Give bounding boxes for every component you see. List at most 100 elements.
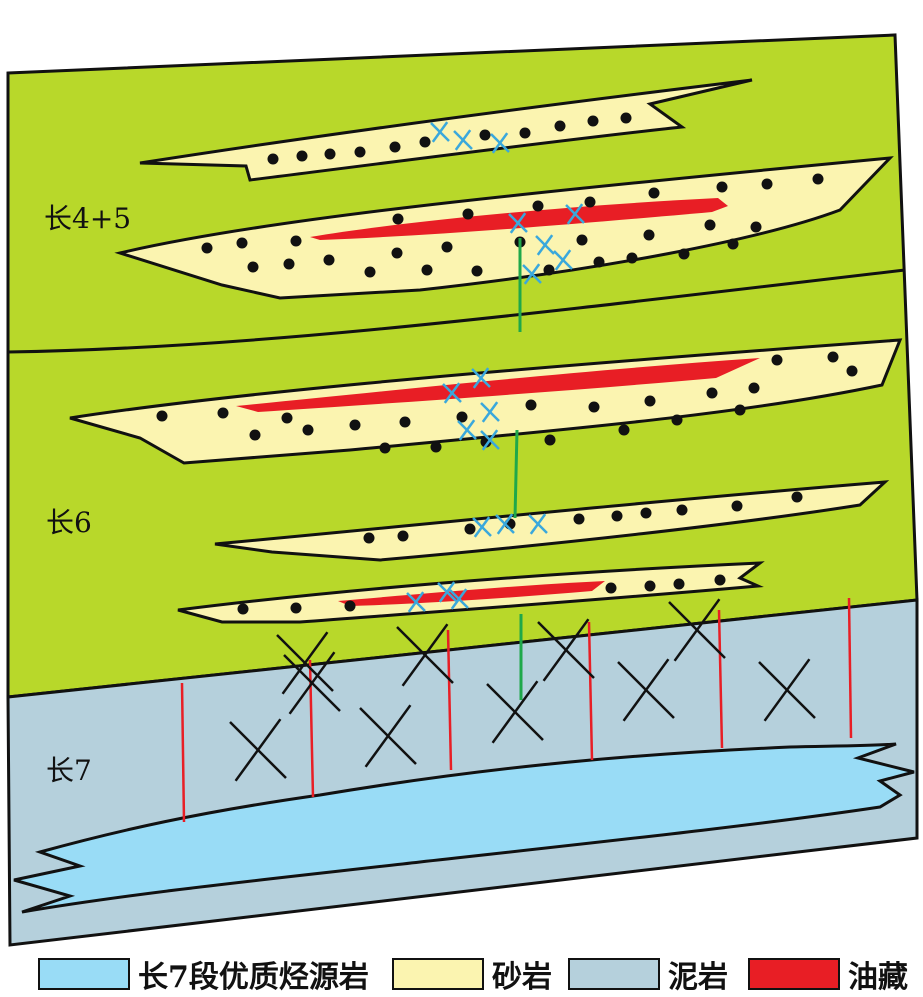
sand-grain <box>771 354 783 366</box>
sand-grain <box>673 578 685 590</box>
oil-reservoir-3 <box>338 581 605 606</box>
migration-pathways <box>513 238 523 700</box>
sand-grain <box>281 412 293 424</box>
sand-grain <box>479 129 491 141</box>
sand-grain <box>846 365 858 377</box>
sandstone-swatch-icon <box>392 958 484 990</box>
sand-grain <box>618 424 630 436</box>
sand-grain <box>605 582 617 594</box>
sand-grain <box>644 580 656 592</box>
legend-item-oil-reservoir: 油藏 <box>748 956 908 995</box>
migration-path-2 <box>513 429 519 519</box>
blue-fracture-icon <box>449 588 469 610</box>
sand-grain <box>544 434 556 446</box>
sand-grain <box>217 407 229 419</box>
sand-grain <box>283 258 295 270</box>
black-fracture-icon <box>396 623 454 687</box>
sand-grain <box>156 410 168 422</box>
blue-fracture-icon <box>406 591 426 613</box>
black-fracture-icon <box>229 718 287 782</box>
sand-grain <box>354 146 366 158</box>
sand-grain <box>748 382 760 394</box>
blue-fracture-icon <box>565 203 585 225</box>
blue-fracture-icon <box>453 129 473 151</box>
sand-grain <box>391 247 403 259</box>
sandstone-lens-4 <box>214 480 890 562</box>
legend-item-sandstone: 砂岩 <box>392 956 552 995</box>
sand-grain <box>349 419 361 431</box>
sand-grain <box>643 229 655 241</box>
sand-grain <box>640 507 652 519</box>
sand-grain <box>419 136 431 148</box>
legend: 长7段优质烃源岩 砂岩 泥岩 油藏 <box>0 956 923 995</box>
sand-grain <box>389 141 401 153</box>
faults <box>180 597 853 823</box>
blue-fracture-icon <box>437 581 457 603</box>
fault-1 <box>180 682 186 823</box>
fault-6 <box>847 597 853 739</box>
sand-grain <box>364 266 376 278</box>
blue-fracture-icon <box>480 401 500 423</box>
sand-grain <box>324 148 336 160</box>
sandstone-fractures <box>406 121 585 613</box>
sand-grain <box>706 387 718 399</box>
mudstone-fractures <box>229 598 816 782</box>
black-fracture-icon <box>758 658 816 722</box>
blue-fracture-icon <box>471 367 491 389</box>
sand-grain <box>236 237 248 249</box>
blue-fracture-icon <box>472 516 492 538</box>
sand-grain <box>716 181 728 193</box>
sand-grain <box>554 120 566 132</box>
sand-grain <box>588 401 600 413</box>
sand-grain <box>464 523 476 535</box>
blue-fracture-icon <box>535 234 555 256</box>
legend-item-mudstone: 泥岩 <box>568 956 728 995</box>
sand-grain <box>714 574 726 586</box>
sandstone-grains <box>156 112 858 615</box>
blue-fracture-icon <box>490 132 510 154</box>
sand-grain <box>791 491 803 503</box>
sand-grain <box>761 178 773 190</box>
sand-grain <box>296 150 308 162</box>
sandstone-lens-1 <box>139 78 753 182</box>
source-rock-body <box>13 742 915 914</box>
sand-grain <box>397 530 409 542</box>
sand-grain <box>648 187 660 199</box>
black-fracture-icon <box>276 631 334 695</box>
legend-label-sandstone: 砂岩 <box>492 960 552 995</box>
oil-reservoir-1 <box>310 198 728 240</box>
sand-grain <box>812 173 824 185</box>
sand-grain <box>456 411 468 423</box>
sand-grain <box>237 603 249 615</box>
sand-grain <box>363 532 375 544</box>
sand-grain <box>430 441 442 453</box>
sand-grain <box>573 513 585 525</box>
blue-fracture-icon <box>457 419 477 441</box>
sand-grain <box>344 600 356 612</box>
oil-reservoir-2 <box>236 358 760 412</box>
sand-grain <box>587 115 599 127</box>
source-rock-swatch-icon <box>38 958 130 990</box>
black-fracture-icon <box>283 651 341 715</box>
mudstone-swatch-icon <box>568 958 660 990</box>
sand-grain <box>727 238 739 250</box>
sand-grain <box>201 242 213 254</box>
sand-grain <box>671 414 683 426</box>
blue-fracture-icon <box>528 513 548 535</box>
sand-grain <box>704 219 716 231</box>
legend-label-source-rock: 长7段优质烃源岩 <box>138 960 369 995</box>
blue-fracture-icon <box>430 121 450 143</box>
sand-grain <box>519 127 531 139</box>
legend-item-source-rock: 长7段优质烃源岩 <box>38 956 369 995</box>
legend-label-mudstone: 泥岩 <box>668 960 728 995</box>
blue-fracture-icon <box>442 382 462 404</box>
blue-fracture-icon <box>480 429 500 451</box>
sand-grain <box>290 235 302 247</box>
boundary-line-upper <box>7 268 906 354</box>
fault-4 <box>587 621 594 761</box>
sand-grain <box>302 424 314 436</box>
fault-5 <box>717 609 724 749</box>
sand-grain <box>399 416 411 428</box>
sand-grain <box>379 442 391 454</box>
blue-fracture-icon <box>508 212 528 234</box>
